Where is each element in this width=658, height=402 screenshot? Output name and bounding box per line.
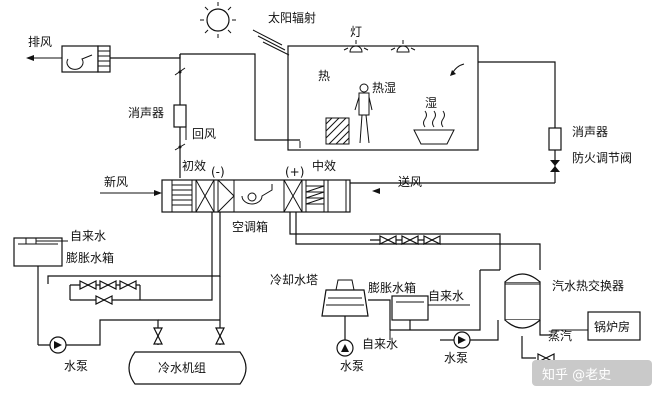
watermark-badge	[532, 360, 652, 386]
cooling-tower-icon	[321, 279, 369, 340]
exhaust-fan-icon	[61, 45, 111, 73]
right-silencer-label: 消声器	[572, 125, 608, 139]
solar-rays-icon	[252, 29, 290, 56]
humid-label: 湿	[425, 95, 437, 110]
tap-water-mid-label: 自来水	[362, 337, 398, 351]
expansion-tank-left-label: 膨胀水箱	[66, 250, 114, 265]
sun-icon	[200, 2, 236, 38]
fire-damper-label: 防火调节阀	[572, 150, 632, 165]
pump-right-icon	[453, 331, 471, 349]
lamp-icon	[343, 40, 369, 53]
right-silencer	[548, 127, 562, 151]
bypass-valve-group	[370, 235, 441, 245]
damper-icon	[174, 67, 186, 76]
expansion-tank-mid-label: 膨胀水箱	[368, 280, 416, 295]
pump-left-icon	[49, 336, 67, 354]
person-icon	[354, 83, 373, 144]
steam-water-heat-exchanger	[504, 273, 541, 329]
air-handling-unit	[161, 179, 351, 213]
minus-label: (-)	[211, 165, 225, 179]
humidity-basin-icon	[413, 110, 455, 145]
steam-label: 蒸汽	[548, 328, 572, 343]
expansion-tank-mid	[391, 295, 429, 321]
boiler-room-label: 锅炉房	[594, 319, 630, 334]
chiller-unit	[128, 351, 247, 385]
fire-damper-icon	[550, 160, 560, 172]
left-silencer	[173, 104, 187, 128]
supply-air-label: 送风	[398, 174, 422, 189]
return-air-label: 回风	[192, 127, 216, 141]
boiler-room	[587, 311, 641, 341]
heat-exchanger-label: 汽水热交换器	[552, 278, 624, 293]
watermark-text: 知乎 @老史	[542, 367, 611, 383]
medium-filter-label: 中效	[312, 158, 336, 173]
valve-icon	[153, 327, 225, 345]
left-silencer-label: 消声器	[128, 106, 164, 120]
pump-left-label: 水泵	[64, 359, 88, 373]
lamp-label: 灯	[350, 25, 362, 39]
ahu-label: 空调箱	[232, 219, 268, 234]
plus-label: (+)	[285, 165, 304, 179]
damper-icon	[174, 143, 186, 151]
fresh-air-label: 新风	[104, 174, 128, 189]
cooling-tower-label: 冷却水塔	[270, 273, 318, 287]
pump-mid-icon	[336, 339, 354, 357]
lamp-icon	[390, 40, 416, 53]
bypass-valve-group	[69, 280, 141, 305]
heat-label: 热	[318, 69, 330, 83]
exhaust-label: 排风	[28, 35, 52, 49]
expansion-tank-left	[13, 237, 63, 267]
primary-filter-label: 初效	[182, 158, 206, 173]
solar-radiation-label: 太阳辐射	[268, 10, 316, 25]
room-outline	[287, 45, 479, 151]
tap-water-left-label: 自来水	[70, 229, 106, 243]
chiller-label: 冷水机组	[158, 361, 206, 375]
tap-water-mid2-label: 自来水	[428, 289, 464, 303]
heat-source-icon	[325, 117, 350, 145]
pump-right-label: 水泵	[444, 351, 468, 365]
pump-mid-label: 水泵	[340, 359, 364, 373]
heat-humid-label: 热湿	[372, 80, 396, 95]
